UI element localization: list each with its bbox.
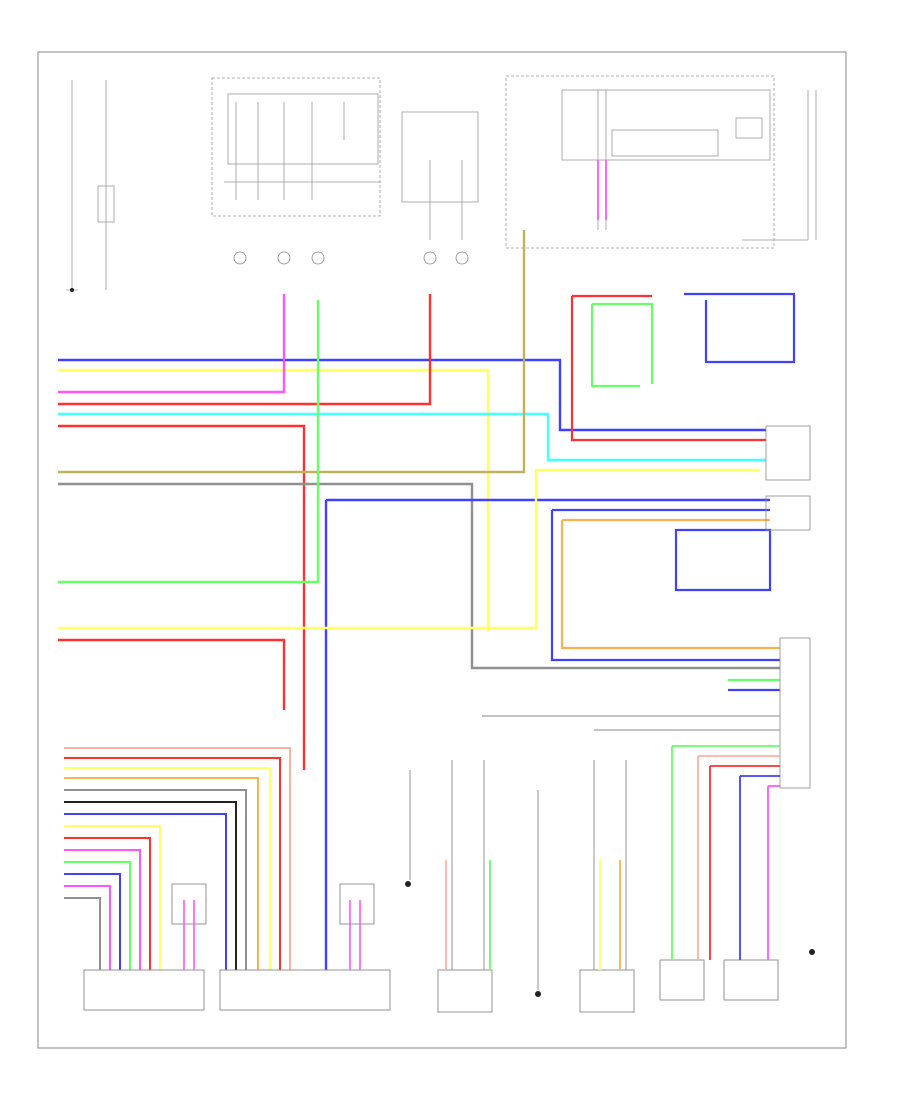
wire-blue-1	[58, 358, 766, 432]
speaker-group	[409, 715, 780, 1013]
ground-points	[70, 288, 815, 997]
wire-red-1	[58, 294, 432, 406]
main-harness	[58, 230, 780, 970]
wire-grey-1	[58, 482, 780, 670]
wire-olive-1	[58, 230, 526, 474]
splice-points	[233, 251, 469, 265]
wire-green-1	[58, 300, 320, 584]
wire-cyan-1	[58, 412, 766, 462]
stop-lamp-switch	[401, 111, 479, 240]
cruise-switch-assembly	[211, 77, 381, 217]
right-branch-wires	[550, 292, 796, 692]
ecu-left-wires	[64, 747, 291, 970]
diagram-frame	[37, 51, 847, 1049]
right-connector	[765, 425, 811, 789]
clock-spring	[505, 75, 775, 249]
wire-yellow-1	[58, 368, 490, 632]
wire-red-2	[58, 424, 306, 770]
wire-blue-2	[324, 498, 770, 970]
ecu-boxes	[83, 883, 391, 1011]
antenna	[742, 90, 817, 241]
speaker-wires	[445, 160, 780, 970]
wire-red-3	[58, 638, 286, 710]
wire-pink-1	[58, 294, 286, 394]
wire-yellow-2	[58, 468, 760, 630]
left-top-grounds	[66, 80, 115, 291]
ecu-connector-wires	[183, 900, 361, 970]
